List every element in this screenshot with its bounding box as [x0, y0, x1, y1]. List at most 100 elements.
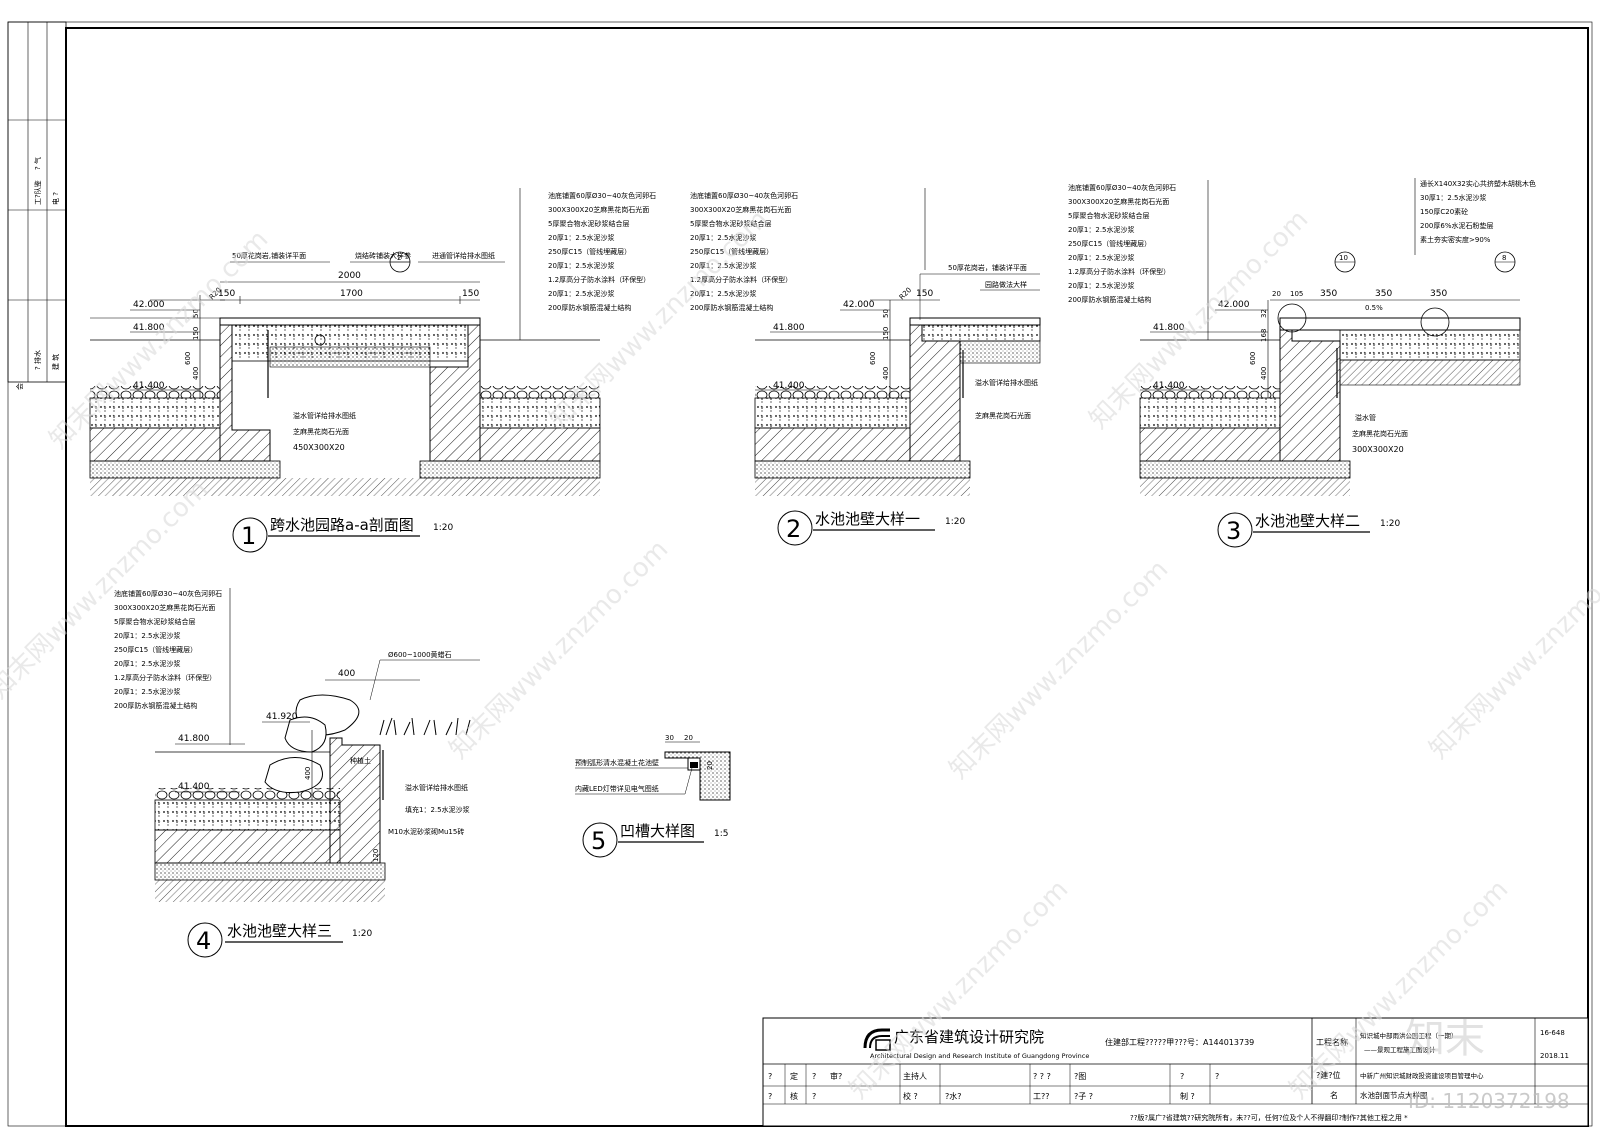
d1-title: 跨水池园路a-a剖面图 [270, 516, 414, 534]
watermark-text: 知末网www.znzmo.com [1424, 534, 1600, 765]
d4-layer-7: 20厚1：2.5水泥沙浆 [114, 687, 181, 696]
d3-layer-6: 1.2厚高分子防水涂料（环保型） [1068, 267, 1170, 276]
detail-3: 20 105 350 350 350 0.5% 32 168 600 400 4… [1068, 178, 1536, 548]
d3-dim-350c: 350 [1430, 289, 1447, 299]
d2-layer-7: 20厚1：2.5水泥沙浆 [690, 289, 757, 298]
sign-cell: ? [768, 1092, 772, 1101]
left-strip: 工?队鉴 ? 气 电 ? ? 排水 建 筑 会 [7, 21, 67, 390]
d4-title: 水池池壁大样三 [227, 922, 332, 940]
d2-note-side-2: 芝麻黑花岗石光面 [975, 411, 1031, 420]
d1-dim-600: 600 [184, 352, 192, 365]
drawing-label: 名 [1330, 1090, 1338, 1100]
d2-elev-41800: 41.800 [773, 323, 805, 333]
d3-rlayer-3: 200厚6%水泥石粉垫层 [1420, 221, 1493, 230]
sign-cell: 定 [790, 1071, 798, 1081]
d3-scale: 1:20 [1380, 519, 1400, 529]
watermark-text: 知末网www.znzmo.com [444, 534, 675, 765]
d3-dim-105: 105 [1290, 290, 1303, 298]
d3-right-layer-list: 通长X140X32实心共挤塑木胡桃木色 30厚1：2.5水泥沙浆 150厚C20… [1420, 179, 1536, 244]
d2-note-top-1: 50厚花岗岩，铺装详平面 [948, 263, 1027, 272]
d1-layer-1: 300X300X20芝麻黑花岗石光面 [548, 205, 649, 214]
d1-ref-top: 2 [397, 254, 401, 262]
d2-layer-0: 池底铺置60厚Ø30~40灰色河卵石 [690, 191, 798, 200]
sign-cell: 核 [790, 1091, 798, 1101]
d3-layer-list: 池底铺置60厚Ø30~40灰色河卵石 300X300X20芝麻黑花岗石光面 5厚… [1068, 183, 1176, 304]
d3-dim-400: 400 [1260, 367, 1268, 380]
sign-cell: ? ? ? [1033, 1072, 1051, 1081]
sign-cell: ? [1215, 1072, 1219, 1081]
d2-elev-41400: 41.400 [773, 381, 805, 391]
title-block: 广东省建筑设计研究院 Architectural Design and Rese… [762, 1017, 1589, 1127]
d4-layer-2: 5厚聚合物水泥砂浆结合层 [114, 617, 195, 626]
d1-note-bottom-2: 芝麻黑花岗石光面 [293, 427, 349, 436]
strip-label-1: 工?队鉴 [33, 180, 42, 205]
d4-layer-6: 1.2厚高分子防水涂料（环保型） [114, 673, 216, 682]
d2-layer-5: 20厚1：2.5水泥沙浆 [690, 261, 757, 270]
sign-row-1: ? 定 ? 审? 主持人 ? ? ? ?图 ? ? [768, 1071, 1219, 1081]
certificate-no: 住建部工程?????甲???号：A144013739 [1105, 1037, 1254, 1047]
d2-note-top-2: 园路做法大样 [985, 280, 1027, 289]
d1-dim-50: 50 [192, 309, 200, 318]
d4-elev-41920: 41.920 [266, 712, 298, 722]
d1-note-bottom-3: 450X300X20 [293, 443, 345, 452]
d3-rlayer-2: 150厚C20素砼 [1420, 207, 1468, 216]
project-subtitle: ——景观工程施工图设计 [1364, 1045, 1436, 1054]
watermark-logo: 知末 [1405, 1016, 1485, 1062]
d1-dim-150v: 150 [192, 327, 200, 340]
d3-ref-10: 10 [1339, 254, 1348, 262]
d3-rlayer-4: 素土夯实密实度>90% [1420, 235, 1491, 244]
project-label: 工程名称 [1316, 1037, 1348, 1047]
sign-cell: ?子 ? [1074, 1092, 1093, 1101]
strip-label-6: 会 [15, 383, 24, 390]
d1-number: 1 [241, 522, 256, 550]
institute-logo [863, 1028, 891, 1051]
client-label: ?建?位 [1316, 1070, 1341, 1080]
d2-layer-list: 池底铺置60厚Ø30~40灰色河卵石 300X300X20芝麻黑花岗石光面 5厚… [690, 191, 798, 312]
project-name: 知识城中部雨洪公园工程（一期） [1360, 1031, 1458, 1040]
d3-title: 水池池壁大样二 [1255, 512, 1360, 530]
d2-layer-4: 250厚C15（管线埋藏层） [690, 247, 773, 256]
d4-note-side-1: 种植土 [350, 756, 371, 765]
d1-dim-2000: 2000 [338, 271, 361, 281]
d3-ref-8: 8 [1502, 254, 1506, 262]
d2-dim-50: 50 [882, 309, 890, 318]
d3-layer-1: 300X300X20芝麻黑花岗石光面 [1068, 197, 1169, 206]
d3-note-bottom-2: 芝麻黑花岗石光面 [1352, 429, 1408, 438]
d1-layer-3: 20厚1：2.5水泥沙浆 [548, 233, 615, 242]
sign-cell: ?水? [945, 1091, 962, 1101]
d3-number: 3 [1226, 517, 1241, 545]
d2-scale: 1:20 [945, 517, 965, 527]
d2-layer-6: 1.2厚高分子防水涂料（环保型） [690, 275, 792, 284]
d1-note-top-3: 进通管详给排水图纸 [432, 251, 495, 260]
drawing-date: 2018.11 [1540, 1052, 1569, 1060]
d4-note-side-4: M10水泥砂浆砌Mu15砖 [388, 827, 464, 836]
d4-elev-41400: 41.400 [178, 782, 210, 792]
drawing-number: 16-648 [1540, 1029, 1565, 1037]
sign-cell: 审? [830, 1071, 842, 1081]
d1-layer-2: 5厚聚合物水泥砂浆结合层 [548, 219, 629, 228]
strip-label-5: 建 筑 [51, 354, 60, 370]
strip-label-2: ? 气 [33, 157, 42, 170]
sign-cell: 制 ? [1180, 1091, 1195, 1101]
d1-layer-5: 20厚1：2.5水泥沙浆 [548, 261, 615, 270]
d1-scale: 1:20 [433, 523, 453, 533]
d5-dim-20b: 20 [706, 761, 714, 770]
d3-elev-41800: 41.800 [1153, 323, 1185, 333]
d5-dim-20a: 20 [684, 734, 693, 742]
d3-layer-4: 250厚C15（管线埋藏层） [1068, 239, 1151, 248]
d3-dim-600: 600 [1249, 352, 1257, 365]
d2-layer-8: 200厚防水钢筋混凝土结构 [690, 303, 773, 312]
d5-note-2: 内藏LED灯带详见电气图纸 [575, 784, 659, 793]
institute-name-en: Architectural Design and Research Instit… [870, 1052, 1089, 1060]
d1-dim-150a: 150 [218, 289, 235, 299]
d4-layer-list: 池底铺置60厚Ø30~40灰色河卵石 300X300X20芝麻黑花岗石光面 5厚… [114, 589, 222, 710]
d3-note-bottom-1: 溢水管 [1355, 413, 1376, 422]
sign-cell: ? [1180, 1072, 1184, 1081]
d1-layer-list: 池底铺置60厚Ø30~40灰色河卵石 300X300X20芝麻黑花岗石光面 5厚… [548, 191, 656, 312]
d2-layer-2: 5厚聚合物水泥砂浆结合层 [690, 219, 771, 228]
d5-number: 5 [591, 827, 606, 855]
d2-dim-150: 150 [916, 289, 933, 299]
d1-note-top-1: 50厚花岗岩,铺装详平面 [232, 251, 306, 260]
detail-5: 30 20 20 预制弧形清水混凝土花池壁 内藏LED灯带详见电气图纸 5 凹槽… [575, 734, 731, 858]
d2-dim-400: 400 [882, 367, 890, 380]
